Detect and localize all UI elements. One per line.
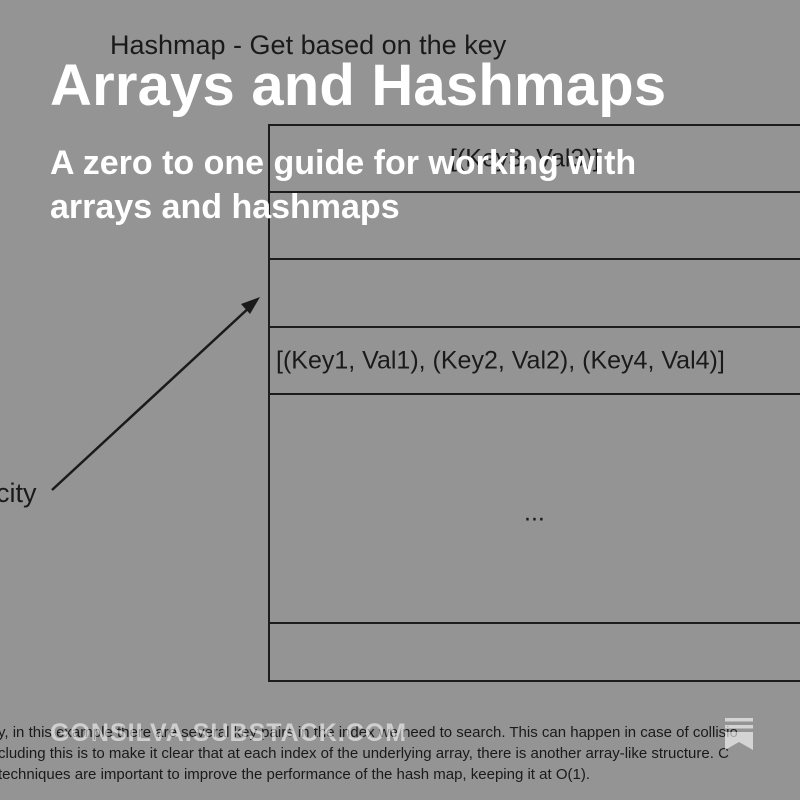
substack-icon[interactable] (724, 716, 754, 752)
bucket-ellipsis: ... (524, 498, 545, 527)
footnote-line: cluding this is to make it clear that at… (0, 745, 729, 762)
bucket-entry: [(Key1, Val1), (Key2, Val2), (Key4, Val4… (276, 346, 725, 374)
footnote-line: y, in this example there are several key… (0, 724, 738, 741)
bucket-row: ... (270, 395, 800, 624)
publication-url[interactable]: GONSILVA.SUBSTACK.COM (50, 719, 408, 747)
article-subtitle: A zero to one guide for working with arr… (50, 144, 637, 226)
capacity-label: city (0, 478, 37, 508)
bucket-row: [(Key3, Val3)] (270, 126, 800, 193)
footnote-line: techniques are important to improve the … (0, 766, 590, 783)
diagram-title: Hashmap - Get based on the key (110, 30, 507, 60)
bucket-row (270, 260, 800, 328)
bucket-entry: [(Key3, Val3)] (450, 144, 600, 172)
article-title: Arrays and Hashmaps (50, 53, 667, 118)
bucket-row (270, 624, 800, 680)
diagram-footnote: y, in this example there are several key… (0, 722, 800, 785)
bucket-row: [(Key1, Val1), (Key2, Val2), (Key4, Val4… (270, 328, 800, 395)
hash-bucket-table: [(Key3, Val3)] [(Key1, Val1), (Key2, Val… (268, 124, 800, 682)
bucket-row (270, 193, 800, 260)
